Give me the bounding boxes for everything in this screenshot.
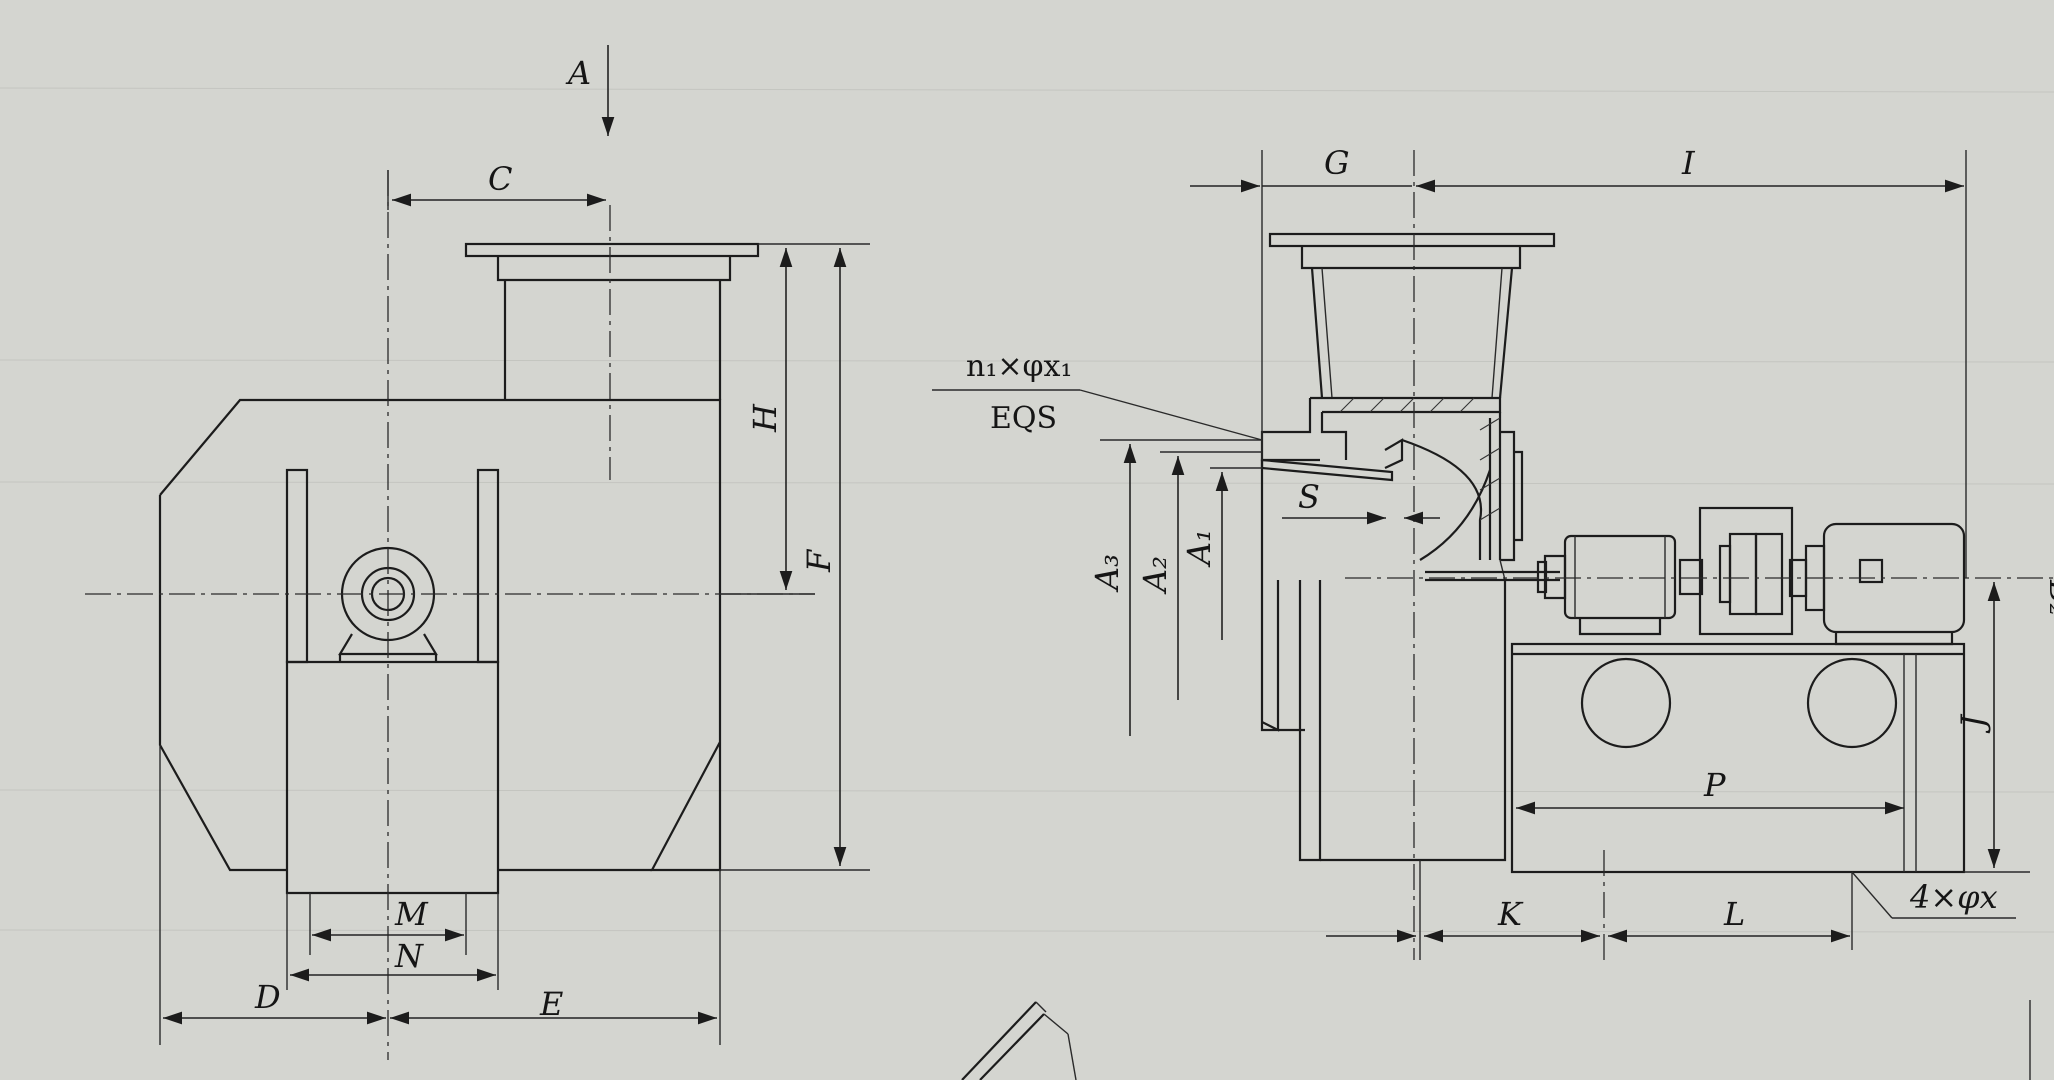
baseframe	[1510, 642, 1966, 874]
label-f: F	[800, 548, 838, 573]
left-post	[285, 468, 309, 664]
side-view: G I A₃ A₂ A₁ S n₁×φx₁ EQS P J B₂	[932, 144, 2054, 1080]
label-m: M	[394, 895, 429, 933]
label-b2: B₂	[2042, 579, 2054, 616]
callout-foot-holes: 4×φx	[1909, 878, 1998, 916]
label-a: A	[565, 54, 591, 92]
side-bearing-block	[1563, 534, 1677, 620]
inlet-cone	[1260, 458, 1394, 482]
right-post	[476, 468, 500, 664]
impeller-disc	[1401, 438, 1483, 560]
label-s: S	[1298, 478, 1320, 516]
coupling-housing	[1698, 506, 1794, 636]
partial-next-figure	[961, 1001, 1077, 1080]
background-print-through	[0, 87, 2054, 933]
label-k: K	[1497, 895, 1524, 933]
label-h: H	[746, 403, 784, 433]
label-d: D	[254, 978, 281, 1016]
front-view: A C H F M N D E	[85, 45, 870, 1060]
label-a1: A₁	[1180, 529, 1218, 568]
label-j: J	[1954, 713, 1992, 734]
side-housing-shell	[1260, 460, 1322, 862]
motor-base-box	[285, 660, 500, 895]
callout-bolt-holes: n₁×φx₁	[966, 349, 1072, 384]
motor-terminal-box	[1858, 558, 1884, 584]
label-l: L	[1723, 895, 1745, 933]
label-n: N	[394, 937, 424, 975]
label-p: P	[1703, 766, 1726, 804]
front-view-housing-outline	[159, 398, 722, 872]
label-i: I	[1681, 144, 1696, 182]
label-g: G	[1324, 144, 1350, 182]
label-a3: A₃	[1088, 554, 1126, 593]
callout-eqs: EQS	[990, 401, 1057, 436]
label-e: E	[539, 985, 563, 1023]
label-a2: A₂	[1136, 556, 1174, 595]
baseframe-access-hole-left	[1580, 657, 1672, 749]
label-c: C	[488, 160, 512, 198]
baseframe-access-hole-right	[1806, 657, 1898, 749]
side-outlet-flange	[1268, 232, 1556, 248]
outlet-flange	[464, 242, 760, 258]
